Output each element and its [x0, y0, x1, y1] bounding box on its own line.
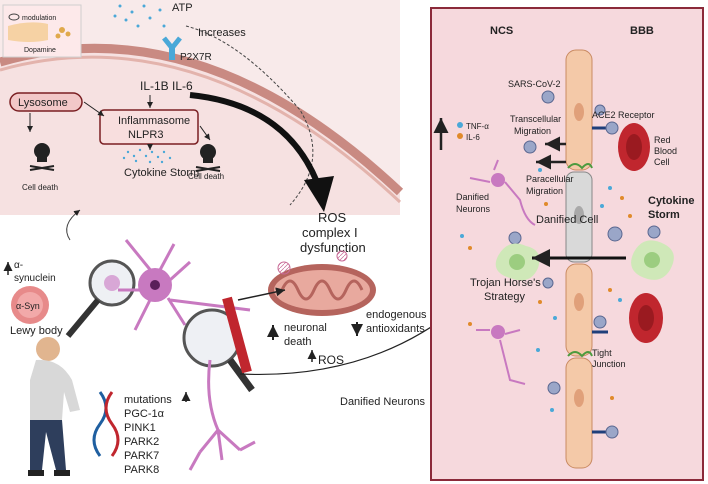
- danified-cell-label: Danified Cell: [536, 214, 598, 226]
- ace2-label: ACE2 Receptor: [592, 110, 655, 120]
- panel-neuron-icon: [469, 159, 536, 385]
- gene-item: PARK2: [124, 436, 159, 448]
- elderly-person-icon: [28, 337, 80, 476]
- trojan-label: Trojan Horse's: [470, 277, 541, 289]
- paracellular-label: Paracellular: [526, 174, 574, 184]
- mitochondrion-icon: [268, 264, 376, 316]
- ace2-receptor-icon: [592, 126, 608, 434]
- trojan-link-arrow: [239, 305, 461, 376]
- storm-label: Storm: [648, 209, 680, 221]
- up-curve-arrow: [66, 209, 81, 241]
- endothelial-column: [565, 49, 593, 469]
- atp-dots: [113, 4, 166, 28]
- cell-death-left-label: Cell death: [22, 183, 58, 192]
- dopamine-label: Dopamine: [24, 47, 56, 54]
- ros-label: ROS: [318, 210, 347, 225]
- danified-label: Danified: [456, 192, 489, 202]
- gene-item: PARK8: [124, 464, 159, 476]
- antioxidants-label: antioxidants: [366, 323, 425, 335]
- sars-label: SARS-CoV-2: [508, 79, 561, 89]
- rbc-label-1: Red: [654, 135, 671, 145]
- neuron-upper-icon: [118, 239, 251, 331]
- panel-cytokine-dots: [460, 168, 632, 412]
- dna-icon: [92, 391, 120, 457]
- asyn-label: α-Syn: [16, 301, 40, 311]
- modulation-label: modulation: [22, 15, 56, 22]
- mutations-label: mutations: [124, 394, 172, 406]
- il6-label: IL-6: [466, 133, 480, 142]
- modulation-inset: modulation Dopamine: [2, 4, 82, 58]
- il-cytokines-label: IL-1B IL-6: [140, 79, 193, 93]
- ros-particle: [277, 261, 291, 275]
- big-curved-arrow: [189, 92, 323, 191]
- complex-i-label: complex I: [302, 225, 358, 240]
- cytokine-storm-label: Cytokine Storm: [124, 167, 199, 179]
- neurons-label: Neurons: [456, 204, 491, 214]
- neuronal-label: neuronal: [284, 322, 327, 334]
- inflammasome-label: Inflammasome: [118, 115, 190, 127]
- paracellular-migration-label: Migration: [526, 186, 563, 196]
- bbb-label: BBB: [630, 25, 654, 37]
- panel-neuron-soma-2: [491, 325, 505, 339]
- skull-icon-left: [29, 143, 55, 171]
- neuron-nucleus: [150, 280, 160, 290]
- immune-cell-icon: [495, 240, 674, 281]
- axon-segment: [222, 296, 252, 374]
- neuron-to-mito-arrow: [237, 287, 286, 301]
- increases-dashed-arrow: [185, 25, 314, 206]
- cell-death-right-label: Cell death: [188, 172, 224, 181]
- p2x7r-label: P2X7R: [180, 52, 212, 63]
- ncs-label: NCS: [490, 25, 513, 37]
- skull-icon-right: [195, 144, 221, 172]
- gene-item: PGC-1α: [124, 408, 165, 420]
- strategy-label: Strategy: [484, 291, 525, 303]
- magnifier-icon-left: [65, 259, 136, 338]
- tight-label: Tight: [592, 348, 612, 358]
- p2x7r-receptor-icon: [162, 36, 182, 60]
- tnf-label: TNF-α: [466, 122, 489, 131]
- cytokine-label: Cytokine: [648, 195, 694, 207]
- transcellular-migration-label: Migration: [514, 126, 551, 136]
- alpha-label: α-: [14, 260, 23, 271]
- lysosome-label: Lysosome: [18, 97, 68, 109]
- ros-particle-2: [336, 250, 348, 262]
- virus-particles: [508, 90, 661, 439]
- neuron-lower-icon: [188, 359, 256, 471]
- cell-panel: [0, 0, 404, 215]
- lysosome-box: [9, 92, 83, 112]
- rbc-label-2: Blood: [654, 146, 677, 156]
- red-blood-cell-icon: [618, 123, 650, 171]
- cytokine-storm-dots: [122, 148, 172, 164]
- tnf-dot-icon: [457, 122, 463, 128]
- lewy-body-icon: [11, 286, 49, 324]
- death-label: death: [284, 336, 312, 348]
- nlpr3-label: NLPR3: [128, 129, 163, 141]
- dysfunction-label: dysfunction: [300, 240, 366, 255]
- cell-arrows: [27, 95, 211, 150]
- gene-item: PARK7: [124, 450, 159, 462]
- ros-bottom-label: ROS: [318, 353, 344, 367]
- lewy-body-label: Lewy body: [10, 325, 63, 337]
- atp-label: ATP: [172, 2, 193, 14]
- junction-label: Junction: [592, 359, 626, 369]
- red-blood-cell-icon-2: [629, 293, 663, 343]
- danified-neurons-bottom-label: Danified Neurons: [340, 396, 425, 408]
- gene-item: PINK1: [124, 422, 156, 434]
- increases-label: Increases: [198, 27, 246, 39]
- endogenous-label: endogenous: [366, 309, 427, 321]
- rbc-label-3: Cell: [654, 157, 670, 167]
- big-arrow-head: [304, 176, 334, 212]
- panel-neuron-soma: [491, 173, 505, 187]
- transcellular-label: Transcellular: [510, 114, 561, 124]
- synuclein-label: synuclein: [14, 273, 56, 284]
- gene-list: PGC-1α PINK1 PARK2 PARK7 PARK8: [124, 408, 165, 476]
- modulation-icon: [8, 13, 20, 21]
- il6-dot-icon: [457, 133, 463, 139]
